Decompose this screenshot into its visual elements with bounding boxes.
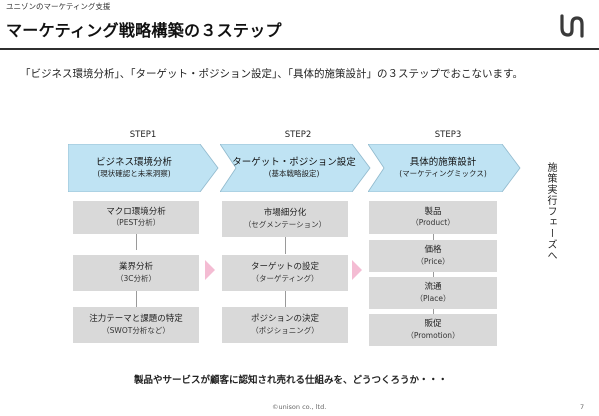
- step2-subtitle: (基本戦略設定): [268, 169, 320, 179]
- step3-title: 具体的施策設計: [409, 157, 477, 169]
- step3-item-2-main: 価格: [424, 245, 442, 256]
- step1-item-2-main: 業界分析: [118, 262, 153, 273]
- step1-chevron: ビジネス環境分析 (現状確認と未来洞察): [68, 144, 220, 192]
- step1-item-3-sub: （SWOT分析など）: [102, 325, 170, 335]
- step2-title: ターゲット・ポジション設定: [232, 157, 356, 169]
- step2-chevron: ターゲット・ポジション設定 (基本戦略設定): [220, 144, 372, 192]
- step3-item-3-main: 流通: [424, 282, 442, 293]
- step1-item-2-sub: （3C分析）: [115, 273, 156, 283]
- step1-connector-1: [136, 230, 137, 250]
- step2-item-1-main: 市場細分化: [263, 208, 307, 219]
- step2-item-1-sub: （セグメンテーション）: [243, 219, 327, 229]
- step3-subtitle: (マーケティングミックス): [399, 169, 487, 179]
- step2-item-2-main: ターゲットの設定: [250, 262, 319, 273]
- step1-subtitle: (現状確認と未来洞察): [97, 169, 171, 179]
- step3-item-1-main: 製品: [424, 206, 442, 217]
- step3-item-4: 販促 （Promotion）: [369, 314, 497, 346]
- step1-title: ビジネス環境分析: [95, 157, 172, 169]
- step2-to-step3-arrow: [352, 260, 362, 280]
- step2-item-3: ポジションの決定 （ポジショニング）: [222, 307, 348, 343]
- page-number: 7: [580, 403, 585, 411]
- copyright-text: ©unison co., ltd.: [272, 403, 327, 411]
- step3-connector-3: [433, 307, 434, 317]
- step3-item-2: 価格 （Price）: [369, 240, 497, 272]
- step2-item-3-main: ポジションの決定: [250, 314, 319, 325]
- slide-title: マーケティング戦略構築の３ステップ: [6, 21, 282, 40]
- title-divider: [0, 48, 599, 50]
- step1-item-1-main: マクロ環境分析: [106, 206, 166, 217]
- step1-item-1-sub: （PEST分析）: [111, 218, 161, 228]
- step3-label: STEP3: [434, 130, 462, 140]
- step3-item-2-sub: （Price）: [416, 256, 450, 266]
- step2-connector-1: [285, 234, 286, 254]
- bottom-question: 製品やサービスが顧客に認知され売れる仕組みを、どうつくろうか・・・: [134, 375, 448, 386]
- step2-item-2-sub: （ターゲティング）: [251, 273, 319, 283]
- step1-item-1: マクロ環境分析 （PEST分析）: [73, 201, 199, 234]
- side-note-vertical: 施策実行フェーズへ: [545, 162, 556, 261]
- step1-to-step2-arrow: [205, 260, 215, 280]
- unison-logo-icon: [560, 14, 584, 38]
- step3-item-1: 製品 （Product）: [369, 201, 497, 234]
- slide-top-label: ユニゾンのマーケティング支援: [6, 2, 111, 11]
- step1-label: STEP1: [129, 130, 157, 140]
- step1-connector-2: [136, 287, 137, 307]
- step3-item-4-sub: （Promotion）: [406, 330, 460, 340]
- step3-connector-1: [433, 234, 434, 244]
- step2-item-3-sub: （ポジショニング）: [251, 325, 319, 335]
- intro-text: 「ビジネス環境分析」、「ターゲット・ポジション設定」、「具体的施策設計」の３ステ…: [20, 68, 523, 80]
- step2-item-1: 市場細分化 （セグメンテーション）: [222, 201, 348, 237]
- step2-connector-2: [285, 291, 286, 311]
- step1-item-3-main: 注力テーマと課題の特定: [89, 314, 183, 325]
- step1-item-3: 注力テーマと課題の特定 （SWOT分析など）: [73, 307, 199, 343]
- step3-item-3-sub: （Place）: [415, 293, 451, 303]
- step2-item-2: ターゲットの設定 （ターゲティング）: [222, 255, 348, 291]
- step3-chevron: 具体的施策設計 (マーケティングミックス): [368, 144, 522, 192]
- step3-item-3: 流通 （Place）: [369, 277, 497, 309]
- step1-item-2: 業界分析 （3C分析）: [73, 255, 199, 291]
- step3-item-1-sub: （Product）: [411, 218, 455, 228]
- step3-item-4-main: 販促: [424, 319, 442, 330]
- step2-label: STEP2: [284, 130, 312, 140]
